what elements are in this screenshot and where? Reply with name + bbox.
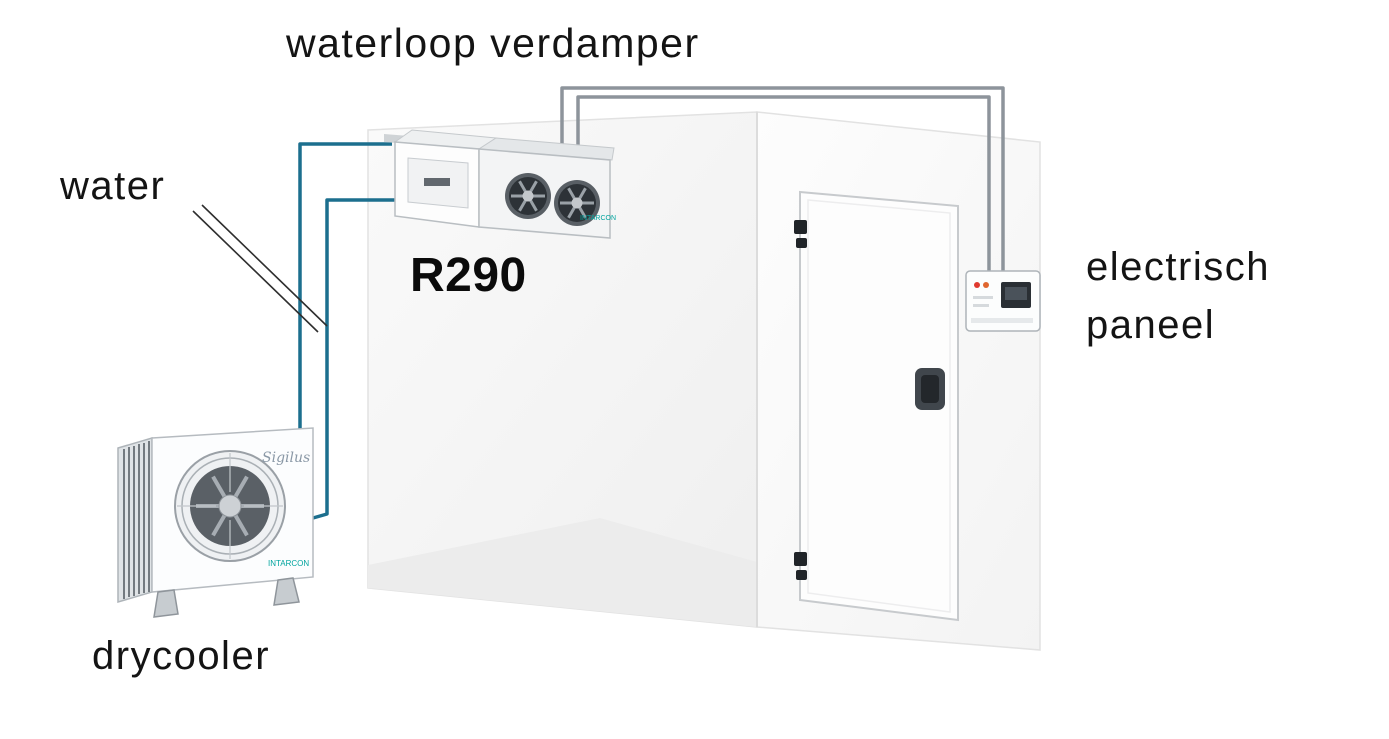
waterloop-verdamper-label: waterloop verdamper <box>286 20 700 66</box>
panel-label-line-2 <box>973 304 989 307</box>
panel-label-line-1 <box>973 296 993 299</box>
panel-bottom-strip <box>971 318 1033 323</box>
door <box>794 190 959 622</box>
drycooler-unit: Sigilus INTARCON <box>117 427 314 618</box>
refrigerant-label: R290 <box>410 249 527 302</box>
door-hinges <box>794 220 807 580</box>
evaporator-display <box>424 178 450 186</box>
drycooler-louvers <box>123 441 150 599</box>
drycooler-legs <box>153 577 300 618</box>
room-floor <box>368 518 757 627</box>
door-inner-seam <box>807 199 951 613</box>
waterloop-pipe-inner <box>576 95 991 272</box>
evaporator-unit: INTARCON <box>384 129 616 239</box>
drycooler-label: drycooler <box>92 634 271 678</box>
panel-display-screen <box>1005 287 1027 300</box>
drycooler-fan <box>174 450 286 562</box>
waterloop-pipes <box>560 86 1005 272</box>
fan-grille-spokes <box>177 453 283 559</box>
drycooler-brand-text: Sigilus <box>262 450 310 466</box>
door-panel <box>799 190 959 622</box>
evaporator-fan-1 <box>505 173 551 219</box>
waterloop-pipe-outer <box>560 86 1005 272</box>
water-label: water <box>60 164 166 208</box>
evaporator-fan-2 <box>554 180 600 226</box>
door-handle <box>915 368 945 410</box>
water-pipes <box>298 142 396 520</box>
water-pointer-line <box>192 204 328 333</box>
panel-led-orange <box>983 282 989 288</box>
drycooler-maker-text: INTARCON <box>268 559 309 568</box>
water-pipe-supply <box>298 142 392 433</box>
panel-led-red <box>974 282 980 288</box>
evaporator-fan-housing-top <box>477 137 615 161</box>
evaporator-maker-text: INTARCON <box>580 215 616 222</box>
electrical-panel <box>965 270 1041 332</box>
electrical-panel-label: electrisch paneel <box>1086 245 1270 347</box>
water-pipe-return <box>312 198 396 520</box>
